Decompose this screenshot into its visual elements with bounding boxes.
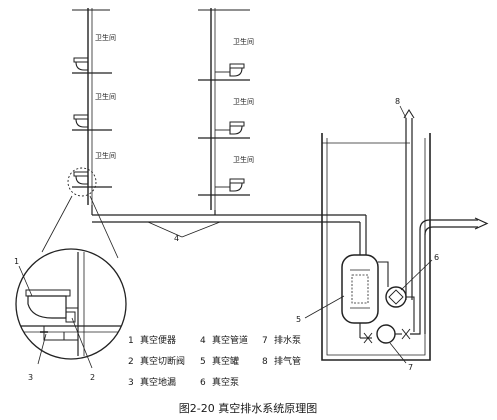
svg-text:5: 5 [200,357,206,367]
svg-text:8: 8 [262,357,268,367]
legend-item: 8 排气管 [262,355,301,367]
detail-magnifier [15,195,127,360]
callout-numbers: 1 2 3 4 5 6 7 8 [14,97,439,382]
figure-caption: 图2-20 真空排水系统原理图 [179,401,317,415]
callout-4: 4 [174,234,179,243]
legend-item: 5 真空罐 [200,355,239,367]
legend-item: 2 真空切断阀 [128,355,185,367]
svg-text:真空管道: 真空管道 [212,334,248,346]
callout-5: 5 [296,315,301,324]
fixture-label-left-3: 卫生间 [95,151,116,160]
svg-text:2: 2 [128,357,134,367]
legend-item: 6 真空泵 [200,376,239,388]
toilet-middle-2 [229,121,245,135]
toilet-left-3 [73,171,89,185]
discharge-pump [360,230,426,344]
toilet-middle-3 [229,178,245,192]
left-riser: 卫生间 卫生间 卫生间 [67,8,116,205]
callout-7: 7 [408,363,413,372]
svg-text:真空罐: 真空罐 [212,355,239,367]
fixture-label-left-2: 卫生间 [95,92,116,101]
toilet-left-2 [73,114,89,128]
svg-text:排气管: 排气管 [274,355,301,367]
fixture-label-middle-2: 卫生间 [233,97,254,106]
svg-text:真空地漏: 真空地漏 [140,376,176,388]
vacuum-pump [378,261,415,332]
callout-leaders [18,105,433,369]
svg-text:6: 6 [200,378,206,388]
middle-riser: 卫生间 卫生间 卫生间 [198,8,254,210]
discharge-outlet-pipe [419,217,489,236]
callout-2: 2 [90,373,95,382]
vacuum-main-pipe [91,205,367,255]
svg-text:真空泵: 真空泵 [212,376,239,388]
legend-item: 4 真空管道 [200,334,248,346]
vent-pipe [403,108,415,300]
toilet-middle-1 [229,63,245,77]
callout-8: 8 [395,97,400,106]
svg-text:7: 7 [262,336,268,346]
callout-3: 3 [28,373,33,382]
vacuum-tank [341,254,379,338]
svg-text:3: 3 [128,378,134,388]
fixture-label-middle-3: 卫生间 [233,155,254,164]
fixture-label-middle-1: 卫生间 [233,37,254,46]
svg-text:真空切断阀: 真空切断阀 [140,355,185,367]
svg-text:排水泵: 排水泵 [274,334,301,346]
svg-text:真空便器: 真空便器 [140,334,176,346]
legend-item: 3 真空地漏 [128,376,176,388]
svg-text:1: 1 [128,336,134,346]
svg-text:4: 4 [200,336,206,346]
legend-item: 1 真空便器 [128,334,176,346]
legend-item: 7 排水泵 [262,334,301,346]
fixture-label-left-1: 卫生间 [95,33,116,42]
legend: 1 真空便器 2 真空切断阀 3 真空地漏 4 真空管道 5 真空罐 6 真空泵… [128,334,301,388]
callout-1: 1 [14,257,19,266]
callout-6: 6 [434,253,439,262]
toilet-left-1 [73,57,89,71]
